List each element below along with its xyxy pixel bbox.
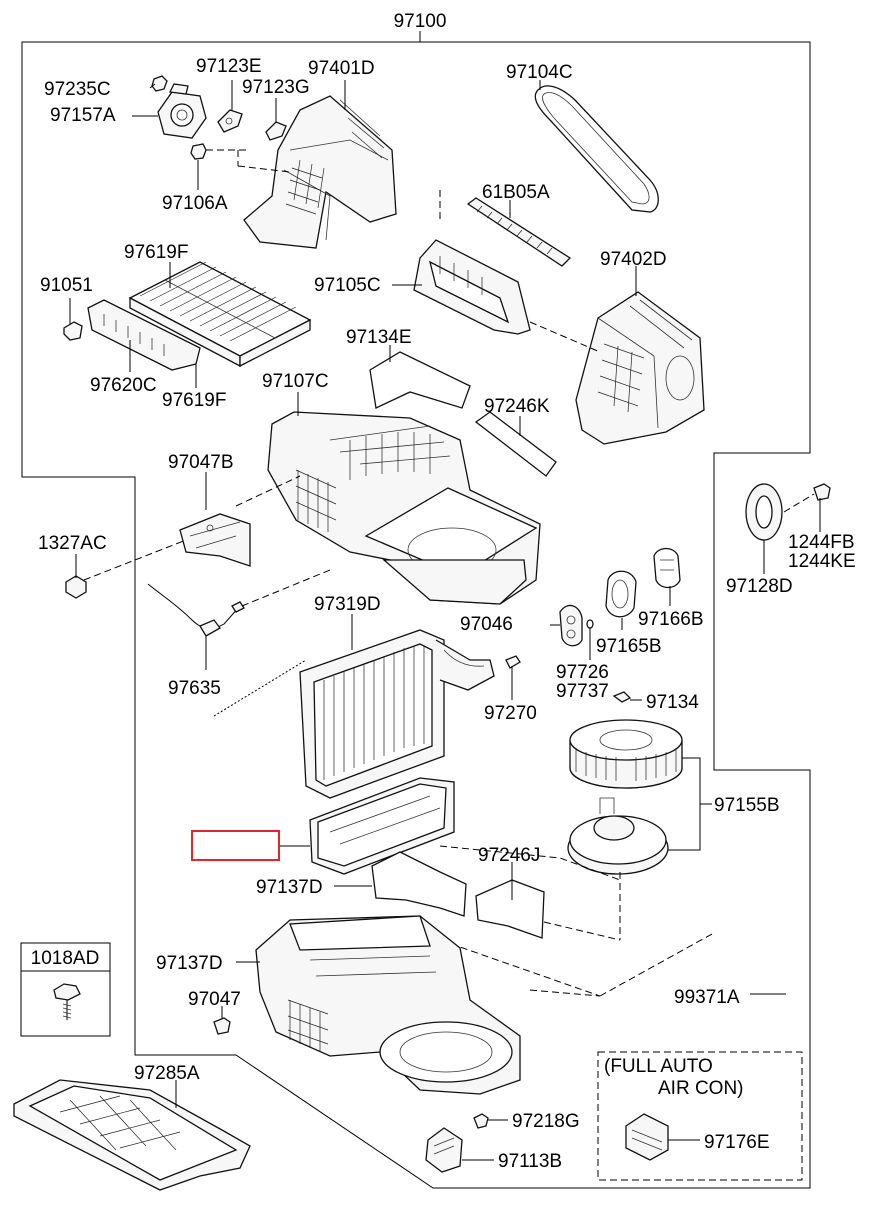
label-97123G: 97123G <box>242 77 310 98</box>
legend-box-1018AD: 1018AD <box>20 942 111 1037</box>
label-97128D: 97128D <box>726 576 793 597</box>
part-97319D <box>299 614 495 799</box>
label-97047B: 97047B <box>168 452 234 473</box>
part-97235C <box>149 75 168 92</box>
label-97270: 97270 <box>484 703 537 724</box>
part-1244FB <box>783 483 831 532</box>
part-97619F <box>128 261 312 368</box>
part-97113B <box>425 1127 494 1173</box>
part-97047 <box>213 1006 231 1035</box>
assembly-number-label: 97100 <box>394 11 447 32</box>
part-97105C <box>392 239 531 335</box>
assembly-outline <box>21 41 811 1189</box>
part-97401D <box>237 80 397 249</box>
part-91051 <box>63 298 83 341</box>
label-97113B: 97113B <box>498 1151 562 1172</box>
label-97726: 97726 <box>556 662 609 683</box>
part-sensor-wire <box>213 659 307 717</box>
part-97246K <box>474 411 557 477</box>
label-97235C: 97235C <box>44 79 111 100</box>
label-97737: 97737 <box>556 681 609 702</box>
option-box-line2: AIR CON) <box>658 1078 744 1099</box>
part-97726 <box>586 619 594 660</box>
part-97618G <box>280 777 455 875</box>
label-1244FB: 1244FB <box>788 532 855 553</box>
label-97176E: 97176E <box>704 1132 770 1153</box>
label-97104C: 97104C <box>506 62 573 83</box>
label-99371A: 99371A <box>674 987 740 1008</box>
part-97285A <box>13 1079 251 1191</box>
label-97107C: 97107C <box>262 371 329 392</box>
part-97107C <box>267 392 541 605</box>
part-97047B <box>179 472 301 567</box>
part-97218G <box>473 1113 508 1129</box>
part-97123E <box>217 80 243 133</box>
part-97270 <box>505 655 521 700</box>
label-97402D: 97402D <box>600 249 667 270</box>
label-97047: 97047 <box>188 989 241 1010</box>
label-97319D: 97319D <box>314 594 381 615</box>
label-1244KE: 1244KE <box>788 551 856 572</box>
part-97620C <box>87 299 201 388</box>
label-97137D-top: 97137D <box>256 877 323 898</box>
part-97137D-bottom <box>236 915 601 1095</box>
part-97155B <box>567 719 712 940</box>
part-97165B <box>605 570 637 630</box>
label-97123E: 97123E <box>196 56 262 77</box>
label-97134E: 97134E <box>346 327 412 348</box>
screw-icon <box>53 983 81 1020</box>
part-97402D <box>529 266 705 445</box>
label-97155B: 97155B <box>714 795 780 816</box>
part-97157A <box>132 83 207 139</box>
label-97401D: 97401D <box>308 58 375 79</box>
label-97619F-bottom: 97619F <box>162 390 226 411</box>
part-97123G <box>265 98 287 141</box>
label-97218G: 97218G <box>512 1111 580 1132</box>
part-97134E <box>369 345 471 409</box>
label-97285A: 97285A <box>134 1063 200 1084</box>
label-97166B: 97166B <box>638 609 704 630</box>
label-97137D-bottom: 97137D <box>156 953 223 974</box>
option-box-line1: (FULL AUTO <box>604 1056 713 1077</box>
part-97176E <box>625 1113 700 1161</box>
label-97620C: 97620C <box>90 375 157 396</box>
label-97165B: 97165B <box>596 636 662 657</box>
option-box-full-auto: (FULL AUTO AIR CON) 97176E <box>597 1051 803 1181</box>
label-97046: 97046 <box>460 614 513 635</box>
label-1327AC: 1327AC <box>38 533 107 554</box>
label-97105C: 97105C <box>314 275 381 296</box>
part-97137D-top <box>334 851 467 917</box>
part-97128D <box>745 483 783 574</box>
part-97134 <box>612 691 642 703</box>
label-97157A: 97157A <box>50 105 116 126</box>
label-91051: 91051 <box>40 275 93 296</box>
part-97104C <box>534 80 659 213</box>
highlight-box-97618G[interactable] <box>191 830 280 861</box>
part-61B05A <box>439 190 572 267</box>
part-97046 <box>550 604 583 647</box>
label-97246K: 97246K <box>484 396 550 417</box>
label-97619F-top: 97619F <box>124 242 188 263</box>
label-97246J: 97246J <box>478 845 540 866</box>
label-97134: 97134 <box>646 692 699 713</box>
part-1327AC <box>65 539 187 599</box>
part-99371A <box>599 920 792 1041</box>
label-1018AD: 1018AD <box>31 948 100 969</box>
label-97635: 97635 <box>168 678 221 699</box>
label-61B05A: 61B05A <box>482 182 550 203</box>
part-97635 <box>147 569 331 670</box>
part-97246J <box>439 845 621 997</box>
part-97106A <box>190 143 246 190</box>
label-97106A: 97106A <box>162 193 228 214</box>
part-97166B <box>653 547 681 606</box>
